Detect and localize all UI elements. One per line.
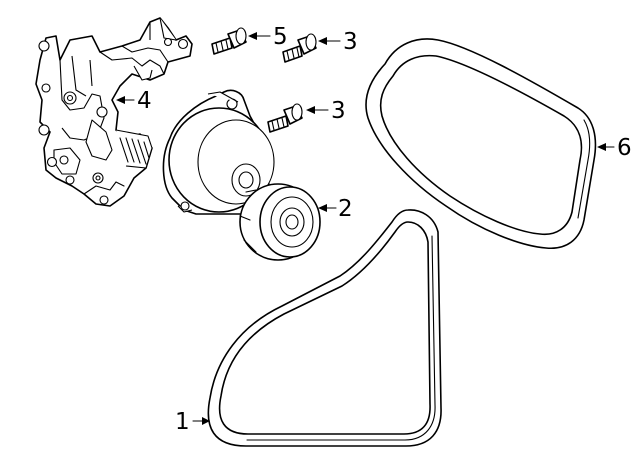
callout-3a-label: 3 — [343, 29, 358, 55]
callout-6: 6 — [597, 135, 632, 161]
callout-3-upper: 3 — [318, 29, 358, 55]
callout-4-label: 4 — [137, 88, 152, 114]
belt-tensioner — [162, 89, 321, 261]
mounting-bracket — [35, 17, 193, 207]
callout-3-lower: 3 — [306, 98, 346, 124]
callout-3b-label: 3 — [331, 98, 346, 124]
callout-1: 1 — [175, 409, 210, 435]
drive-belt-lower — [207, 209, 442, 447]
callout-2: 2 — [318, 196, 353, 222]
callout-6-label: 6 — [617, 135, 632, 161]
bolt-upper-right — [282, 33, 317, 63]
callout-2-label: 2 — [338, 196, 353, 222]
callout-1-label: 1 — [175, 409, 190, 435]
callout-4: 4 — [116, 88, 152, 114]
callout-5-label: 5 — [273, 24, 288, 50]
drive-belt-upper — [365, 38, 597, 249]
callout-5: 5 — [248, 24, 288, 50]
bolt-middle — [267, 103, 303, 133]
bolt-upper-left — [211, 27, 247, 55]
